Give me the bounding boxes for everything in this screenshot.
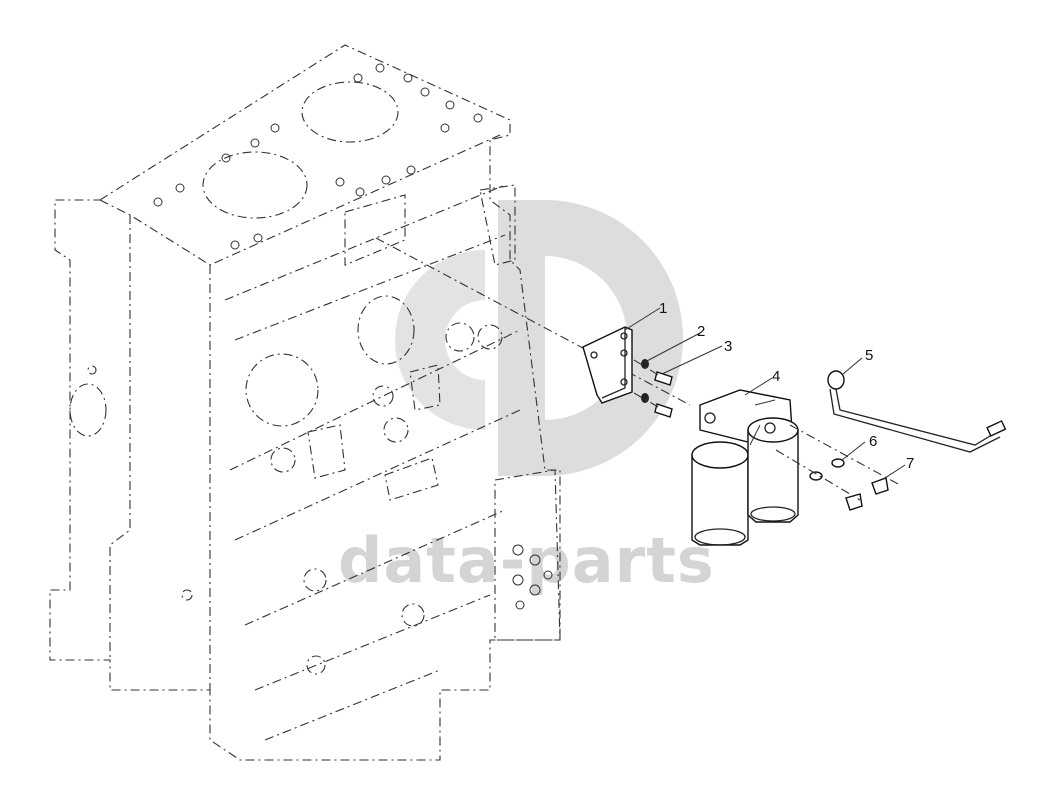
callout-5: 5: [865, 347, 873, 364]
block-bolt-holes: [153, 63, 553, 610]
fuel-filter-assembly: [691, 389, 799, 546]
assembly-centerline: [375, 237, 691, 406]
callout-1: 1: [659, 300, 667, 317]
callout-6: 6: [869, 433, 877, 450]
fuel-pipe: [827, 370, 1007, 453]
watermark-text: data-parts: [338, 524, 715, 597]
mounting-bracket: [582, 326, 633, 404]
callout-labels: 1 2 3 4 5 6 7: [659, 300, 914, 472]
callout-2: 2: [697, 323, 705, 340]
bolts: [654, 371, 673, 418]
banjo-bolts: [845, 477, 889, 511]
copper-washers: [809, 458, 845, 481]
callout-4: 4: [772, 368, 780, 385]
engine-block: [49, 44, 561, 761]
watermark-logo: data-parts: [338, 200, 715, 597]
callout-3: 3: [724, 338, 732, 355]
callout-7: 7: [906, 455, 914, 472]
leader-lines: [624, 307, 906, 501]
